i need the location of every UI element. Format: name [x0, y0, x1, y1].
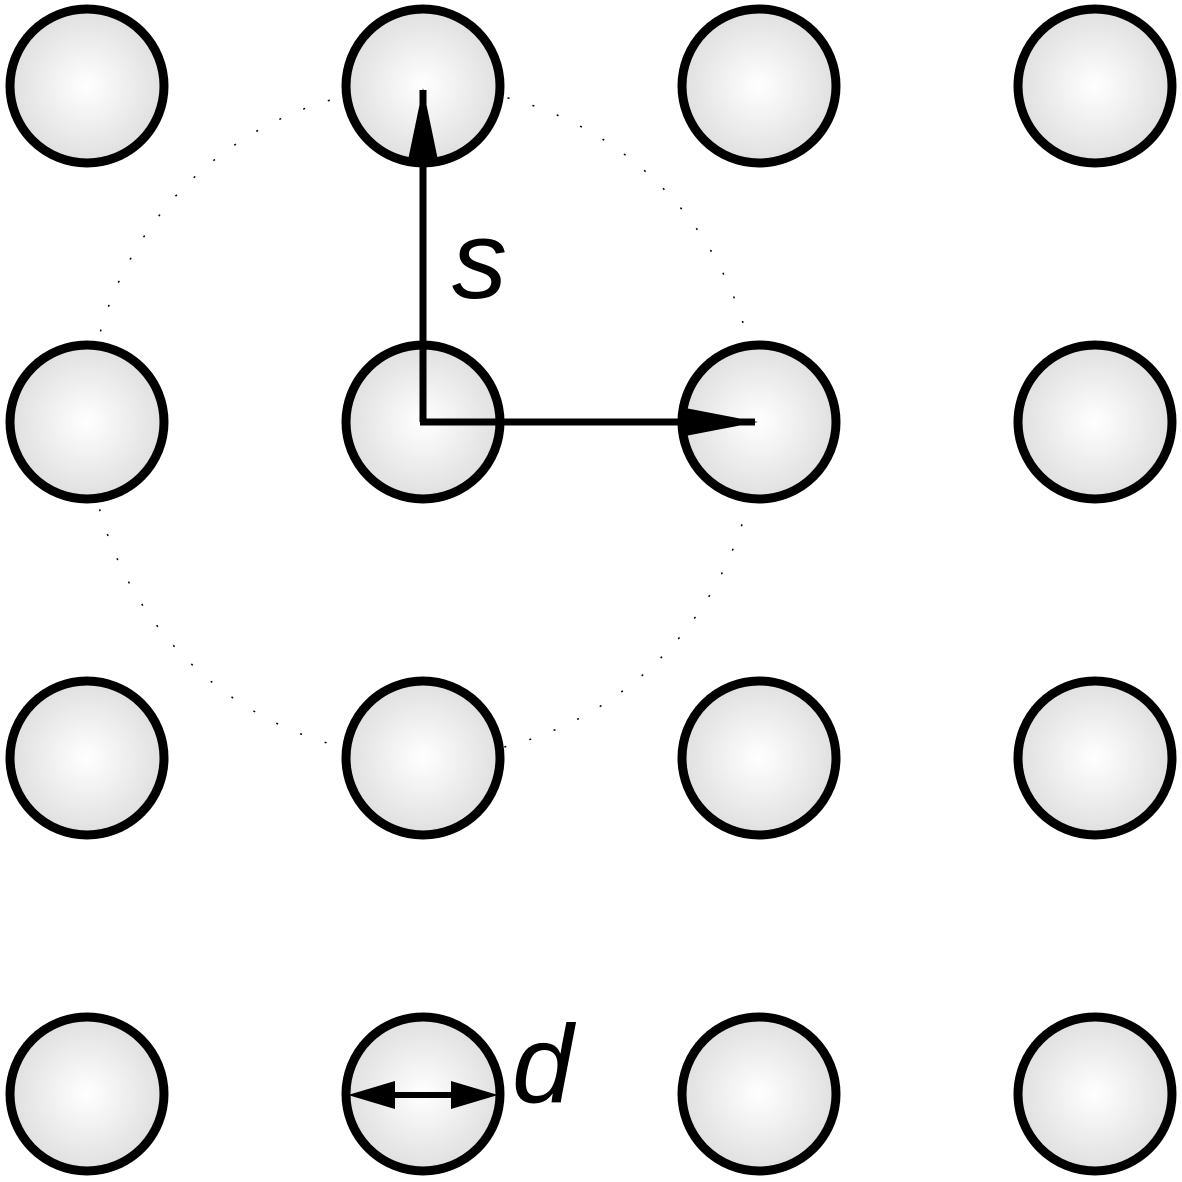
diameter-label: d — [512, 1003, 577, 1126]
spacing-arrowhead-right — [680, 407, 758, 437]
particle-r4-c1 — [5, 1012, 169, 1176]
particle-r1-c4 — [1013, 4, 1177, 168]
particle-r2-c4 — [1013, 340, 1177, 504]
particle-r1-c1 — [5, 4, 169, 168]
particle-r3-c4 — [1013, 676, 1177, 840]
particle-grid — [5, 4, 1177, 1176]
particle-r2-c1 — [5, 340, 169, 504]
spacing-label: s — [452, 199, 507, 322]
diameter-arrowhead-left — [348, 1081, 395, 1109]
particle-r4-c3 — [677, 1012, 841, 1176]
particle-r1-c3 — [677, 4, 841, 168]
particle-r3-c2 — [341, 676, 505, 840]
particle-r4-c4 — [1013, 1012, 1177, 1176]
spacing-arrows — [407, 88, 758, 437]
particle-r3-c3 — [677, 676, 841, 840]
spacing-arrowhead-up — [407, 88, 439, 165]
diameter-arrow — [348, 1081, 498, 1109]
diameter-arrowhead-right — [451, 1081, 498, 1109]
particle-r3-c1 — [5, 676, 169, 840]
